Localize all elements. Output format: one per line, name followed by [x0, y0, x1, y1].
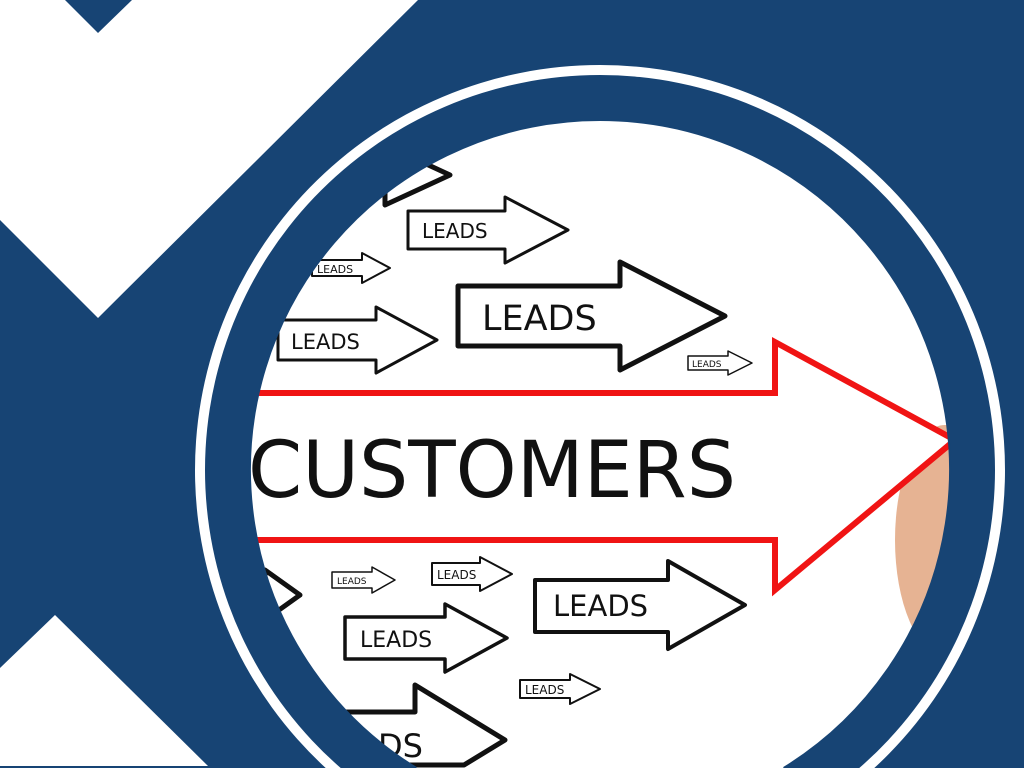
leads-arrow: LEADS — [687, 350, 753, 376]
leads-label: LEADS — [317, 263, 353, 276]
leads-label: LEADS — [692, 360, 722, 370]
leads-label: LEADS — [360, 628, 432, 653]
leads-label: LEADS — [422, 219, 488, 243]
leads-label: LEADS — [553, 589, 648, 623]
leads-arrow: LEADS — [331, 566, 396, 594]
customers-label: CUSTOMERS — [248, 426, 736, 516]
leads-arrow: LEADS — [343, 602, 509, 674]
leads-arrow: LEADS — [455, 259, 728, 373]
lens-outer-ring — [195, 65, 1005, 768]
leads-label: LEADS — [437, 568, 476, 582]
leads-label: LEADS — [291, 330, 360, 354]
leads-arrow: LEADS — [533, 559, 747, 651]
leads-label: LEADS — [337, 577, 367, 587]
white-chevron-bottom — [0, 615, 208, 766]
leads-arrow: LEADS — [276, 305, 439, 375]
lens-content: LEADS LEADS LEADS LEADS LEADS CUSTOMERS … — [248, 142, 950, 768]
leads-arrow: LEADS — [311, 252, 391, 284]
leads-label: LEADS — [525, 683, 564, 697]
leads-arrow: LEADS — [406, 195, 570, 265]
lens-edge — [249, 119, 951, 768]
leads-arrow: LEADS — [431, 556, 513, 592]
leads-label: LEADS — [482, 299, 597, 339]
leads-arrow: LEADS — [519, 673, 601, 705]
white-chevron-top — [0, 0, 418, 318]
customers-arrow — [249, 336, 950, 597]
